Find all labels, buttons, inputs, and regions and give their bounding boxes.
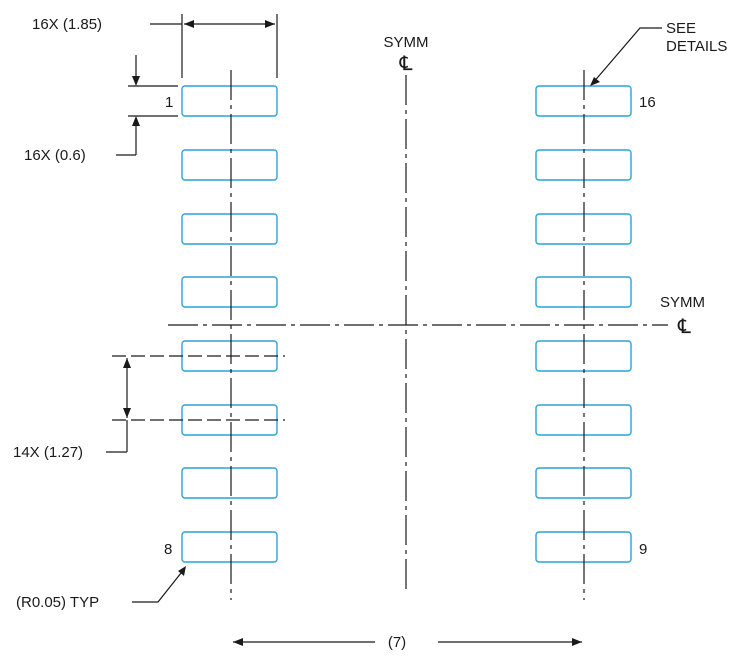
see-details-line2: DETAILS — [666, 38, 727, 55]
pin-number-1: 1 — [165, 94, 173, 111]
pad-height-dimension: 16X (0.6) — [24, 55, 178, 164]
pitch-label: 14X (1.27) — [13, 444, 83, 461]
pad-3 — [181, 213, 278, 245]
pad-7 — [181, 467, 278, 499]
pad-4 — [181, 276, 278, 308]
vertical-centerline-symbol: ℄ — [399, 53, 413, 75]
pad-height-label: 16X (0.6) — [24, 147, 86, 164]
span-dimension: (7) — [233, 634, 582, 651]
pad-8 — [181, 531, 278, 563]
horizontal-symm-marker: SYMM ℄ — [660, 294, 705, 338]
pad-2 — [181, 149, 278, 181]
left-pad-column — [181, 85, 278, 563]
pin-number-9: 9 — [639, 541, 647, 558]
see-details-line1: SEE — [666, 20, 696, 37]
span-label: (7) — [388, 634, 406, 651]
horizontal-symm-label: SYMM — [660, 294, 705, 311]
vertical-symm-marker: SYMM ℄ — [384, 34, 429, 75]
pin-number-16: 16 — [639, 94, 656, 111]
corner-radius-label: (R0.05) TYP — [16, 594, 99, 611]
vertical-symm-label: SYMM — [384, 34, 429, 51]
pad-width-dimension: 16X (1.85) — [32, 14, 278, 78]
corner-radius-callout: (R0.05) TYP — [16, 566, 186, 611]
pad-1 — [181, 85, 278, 117]
pin-number-8: 8 — [164, 541, 172, 558]
pitch-dimension: 14X (1.27) — [13, 355, 285, 461]
pad-width-label: 16X (1.85) — [32, 16, 102, 33]
horizontal-centerline-symbol: ℄ — [677, 316, 691, 338]
see-details-callout: SEE DETAILS — [590, 20, 727, 86]
